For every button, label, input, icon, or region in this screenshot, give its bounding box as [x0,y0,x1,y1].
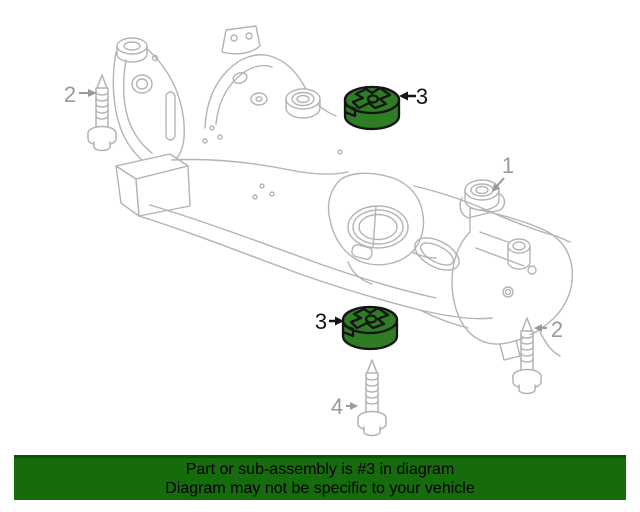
mounting-bolt-left[interactable] [87,74,117,152]
beam-oval-opening [414,237,460,271]
crossmember-beam [138,125,557,329]
subframe-crossmember-drawing [112,25,574,361]
callout-arrow-1 [496,177,505,187]
callout-label-3-bottom[interactable]: 3 [315,309,327,334]
callout-frame-1[interactable]: 1 [492,153,514,192]
callout-label-2-left[interactable]: 2 [64,82,76,107]
highlighted-bushing-bottom[interactable] [341,305,399,351]
banner-line-2: Diagram may not be specific to your vehi… [165,480,475,497]
mounting-bolt-right[interactable] [512,317,542,395]
highlighted-bushing-top[interactable] [343,85,401,131]
callout-bolt-bottom-4[interactable]: 4 [331,394,358,419]
callout-bolt-left-2[interactable]: 2 [64,82,97,107]
callout-bushing-bottom-3[interactable]: 3 [315,309,344,334]
callout-label-3-top[interactable]: 3 [416,84,428,109]
callout-label-1[interactable]: 1 [502,153,514,178]
callout-arrowhead-2-left [88,89,97,97]
callout-label-4[interactable]: 4 [331,394,343,419]
info-banner: Part or sub-assembly is #3 in diagram Di… [14,455,626,500]
callout-bushing-top-3[interactable]: 3 [399,84,428,109]
central-ring-boss [327,172,437,285]
callout-arrowhead-3-bottom [335,316,344,326]
callout-bolt-right-2[interactable]: 2 [534,317,563,342]
left-tower-bracket [112,37,185,174]
right-bracket-assembly [451,179,574,361]
callout-arrowhead-3-top [399,91,408,101]
mounting-bolt-bottom[interactable] [357,359,387,437]
crossmember-left-end [115,153,191,217]
banner-line-1: Part or sub-assembly is #3 in diagram [185,461,455,478]
top-center-bracket [204,25,337,129]
callout-label-2-right[interactable]: 2 [551,317,563,342]
callout-arrowhead-4 [350,402,358,410]
callout-arrowhead-1 [492,183,500,192]
callout-arrowhead-2-right [534,324,542,332]
